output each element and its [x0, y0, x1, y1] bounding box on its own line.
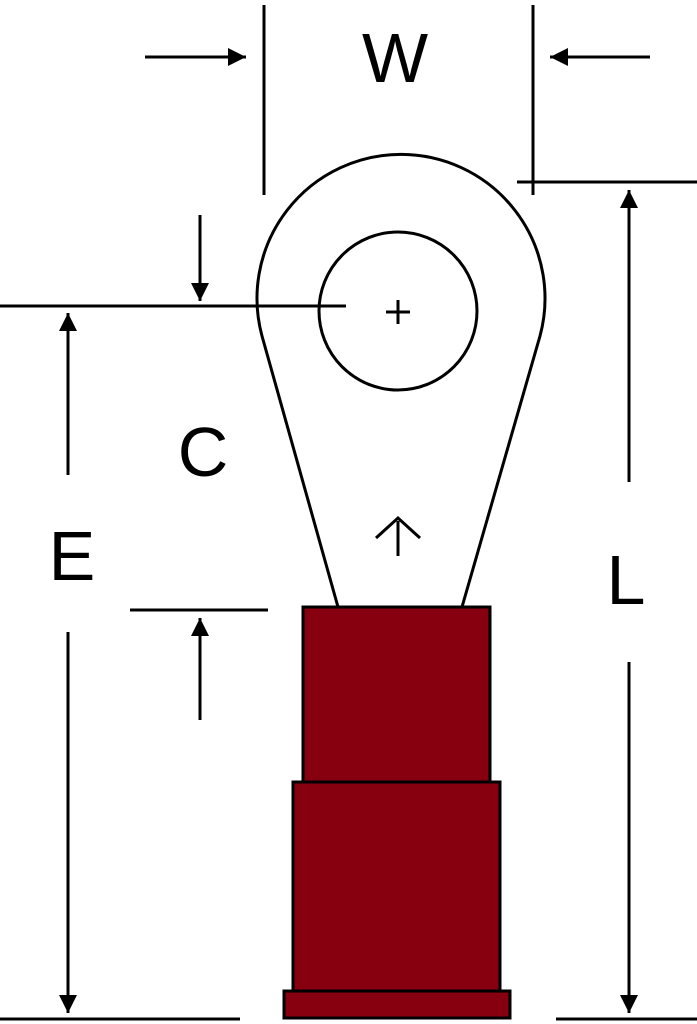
e-label: E [49, 517, 96, 595]
insulation-barrel-base [282, 989, 512, 1020]
l-dimension [517, 180, 697, 1021]
insulation-barrel-lower [291, 780, 502, 994]
w-dimension [145, 5, 650, 195]
e-dimension [0, 313, 240, 1021]
arrow-up-icon [374, 515, 422, 556]
c-label: C [178, 413, 229, 491]
w-label: W [362, 19, 428, 97]
plus-icon [386, 300, 410, 324]
l-label: L [607, 541, 646, 619]
insulation-barrel-upper [301, 605, 492, 784]
c-dimension [0, 215, 346, 720]
